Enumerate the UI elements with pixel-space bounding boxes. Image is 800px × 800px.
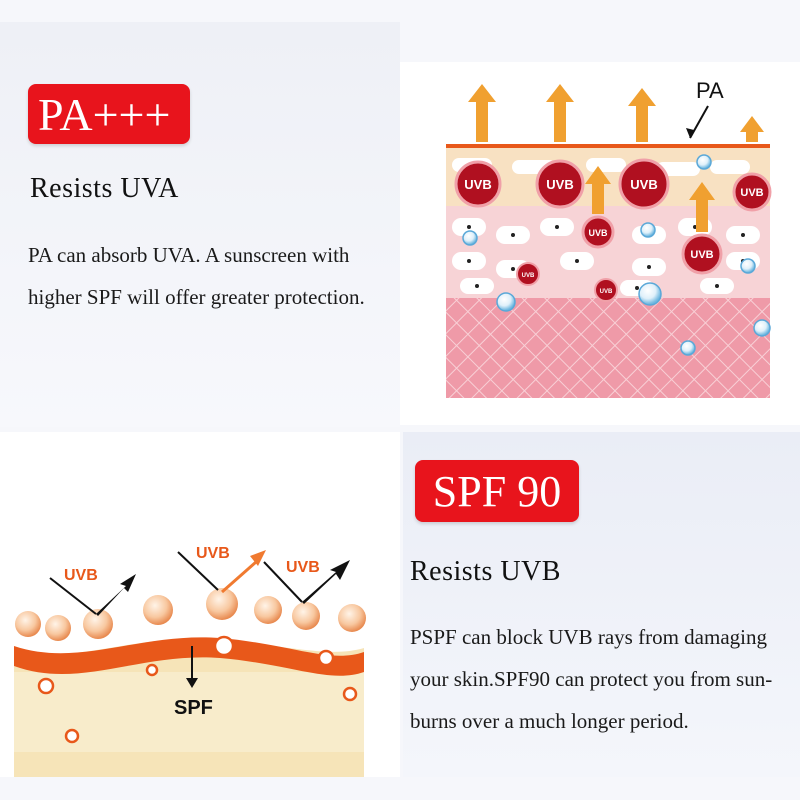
skin-cells-row	[15, 588, 366, 641]
svg-text:UVB: UVB	[588, 228, 608, 238]
uva-description-line: PA can absorb UVA. A sunscreen with	[28, 243, 350, 267]
spf-skin-diagram-panel: UVB UVB UVB SPF	[0, 432, 400, 777]
uva-description: PA can absorb UVA. A sunscreen with high…	[28, 234, 398, 318]
uvb-particle: UVB	[618, 158, 670, 210]
pa-skin-diagram: UVB UVB UVB UVB UVB UVB UVB UVB PA	[446, 78, 772, 398]
svg-text:UVB: UVB	[740, 187, 763, 199]
uvb-particle: UVB	[454, 160, 502, 208]
pa-label: PA	[696, 78, 724, 103]
uvb-description-line: PSPF can block UVB rays from damaging	[410, 625, 767, 649]
uva-heading: Resists UVA	[30, 173, 179, 204]
pa-pointer-line	[689, 105, 709, 139]
uvb-reflect-arrows	[96, 560, 350, 616]
uvb-particle: UVB	[732, 172, 772, 212]
skin-layer-dermis	[446, 298, 770, 398]
pa-badge: PA+++	[28, 84, 190, 144]
reflected-uva-arrows	[468, 84, 764, 232]
uvb-heading: Resists UVB	[410, 556, 561, 587]
water-droplets	[462, 154, 771, 356]
uvb-particles: UVB UVB UVB UVB UVB UVB UVB UVB	[454, 158, 772, 302]
pa-skin-diagram-panel: UVB UVB UVB UVB UVB UVB UVB UVB PA	[400, 62, 800, 425]
svg-text:UVB: UVB	[286, 559, 320, 576]
spf-badge-label: SPF 90	[432, 466, 562, 516]
uvb-description-line: your skin.SPF90 can protect you from sun…	[410, 667, 773, 691]
uvb-particle: UVB	[681, 233, 723, 275]
pa-badge-label: PA+++	[38, 88, 171, 140]
spf-shield-layer	[14, 637, 364, 676]
svg-text:UVB: UVB	[64, 567, 98, 584]
cell-nuclei	[467, 225, 745, 290]
uvb-particle: UVB	[516, 262, 540, 286]
svg-text:UVB: UVB	[630, 177, 657, 192]
svg-text:UVB: UVB	[464, 177, 491, 192]
uvb-description: PSPF can block UVB rays from damaging yo…	[410, 616, 800, 742]
uvb-particle: UVB	[581, 215, 615, 249]
uvb-particle: UVB	[535, 159, 585, 209]
spf-label: SPF	[174, 697, 213, 719]
uvb-particle: UVB	[594, 278, 618, 302]
spf-skin-diagram: UVB UVB UVB SPF	[14, 545, 366, 777]
spf-badge: SPF 90	[415, 460, 579, 522]
uvb-description-line: burns over a much longer period.	[410, 709, 689, 733]
svg-text:UVB: UVB	[690, 249, 713, 261]
svg-text:UVB: UVB	[546, 177, 573, 192]
svg-text:UVB: UVB	[522, 273, 535, 279]
skin-surface-line	[446, 144, 770, 148]
uvb-ray-lines	[49, 551, 303, 615]
uvb-reflect-arrow-orange	[221, 560, 257, 594]
svg-text:UVB: UVB	[600, 289, 613, 295]
svg-text:UVB: UVB	[196, 545, 230, 562]
pa-info-panel	[0, 22, 400, 427]
uvb-ray-labels: UVB UVB UVB	[64, 545, 320, 584]
uva-description-line: higher SPF will offer greater protection…	[28, 285, 365, 309]
skin-particles	[37, 635, 358, 744]
